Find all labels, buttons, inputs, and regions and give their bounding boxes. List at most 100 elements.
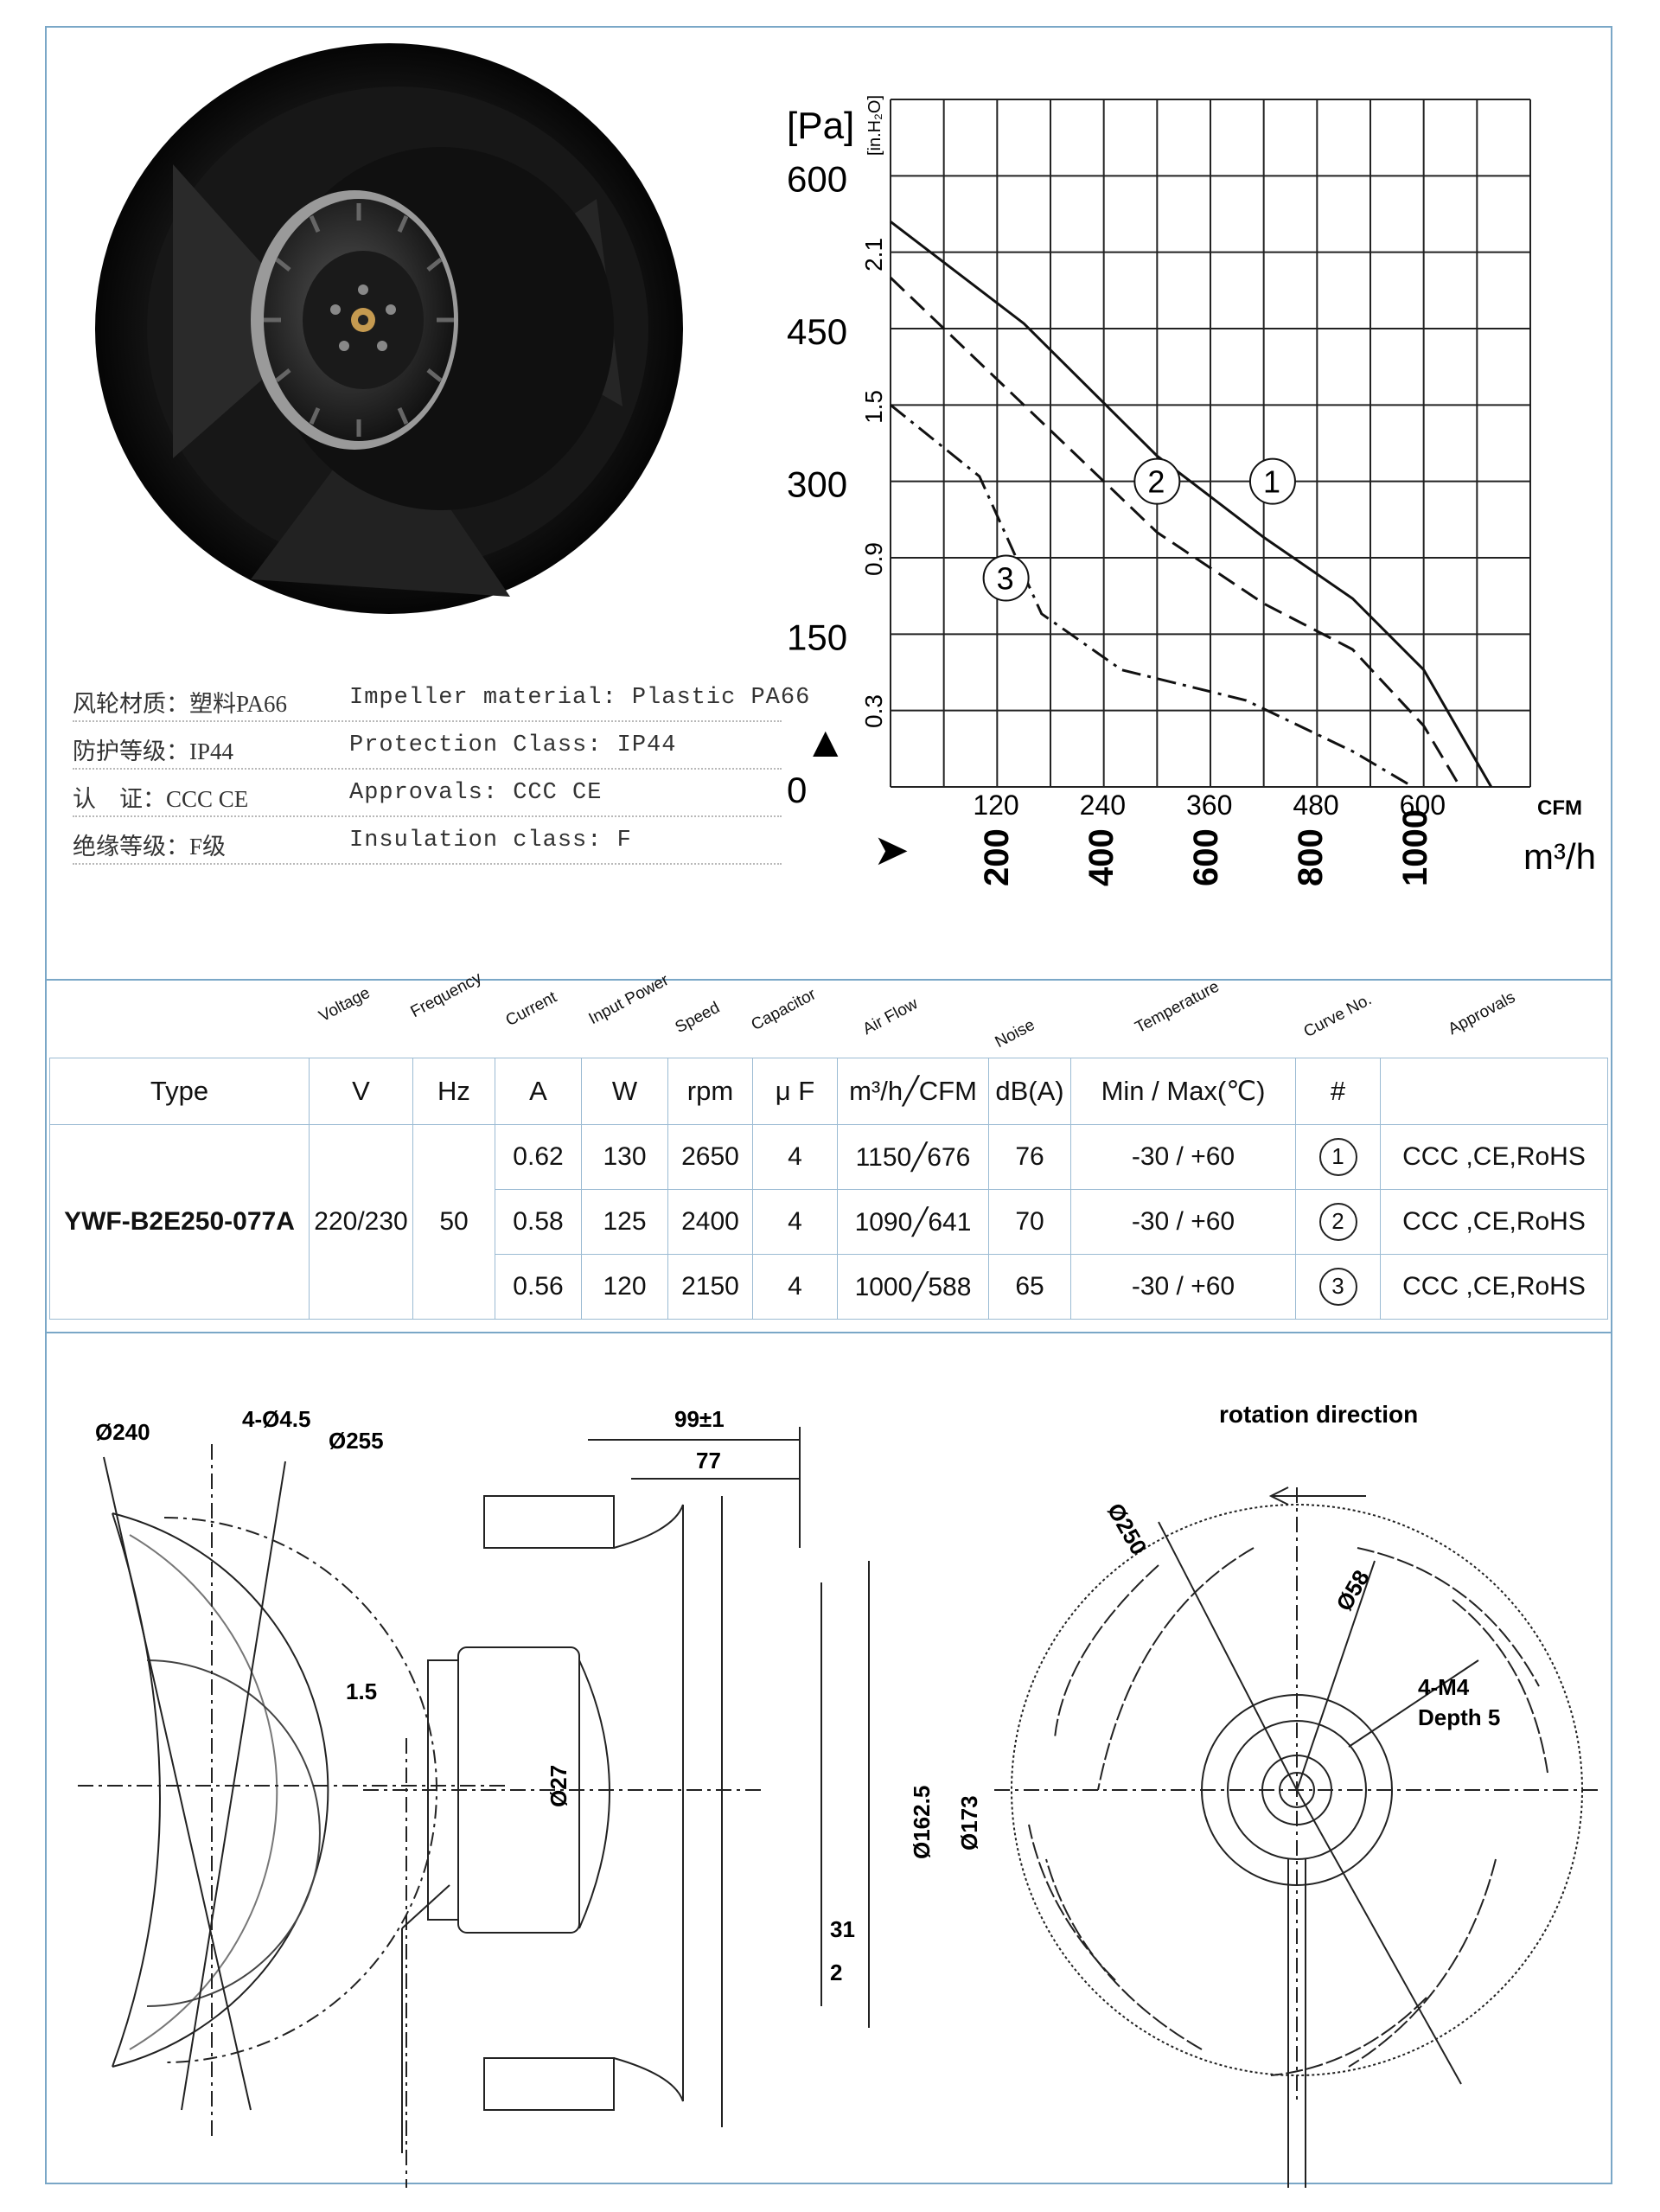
- current-cell: 0.62: [495, 1124, 582, 1190]
- chart-grid: [890, 99, 1531, 788]
- unit-cell: m³/h╱CFM: [837, 1058, 989, 1125]
- dim-total-length: 99±1: [674, 1406, 725, 1432]
- dim-2: 2: [830, 1959, 842, 1985]
- noise-cell: 76: [988, 1124, 1071, 1190]
- speed-cell: 2650: [667, 1124, 753, 1190]
- unit-cell: Type: [49, 1058, 310, 1125]
- unit-cell: W: [581, 1058, 668, 1125]
- power-cell: 130: [581, 1124, 668, 1190]
- y-tick-label-secondary: 0.9: [860, 542, 887, 576]
- dim-d250: Ø250: [1102, 1499, 1152, 1559]
- y-tick-label-secondary: 1.5: [860, 390, 887, 424]
- unit-cell: Hz: [412, 1058, 495, 1125]
- section-divider: [45, 1332, 1612, 1333]
- x-tick-label-cfm: 360: [1186, 790, 1232, 821]
- x-tick-label-m3h: 200: [978, 828, 1016, 886]
- flange-drawing: [78, 1444, 510, 2136]
- spec-row-approvals: 认 证：CCC CE Approvals: CCC CE: [73, 770, 782, 817]
- noise-cell: 65: [988, 1254, 1071, 1320]
- x-tick-label-m3h: 800: [1292, 828, 1330, 886]
- capacitor-cell: 4: [752, 1254, 838, 1320]
- units-row: Type V Hz A W rpm μ F m³/h╱CFM dB(A) Min…: [49, 1058, 1608, 1125]
- x-tick-label-cfm: 480: [1293, 790, 1338, 821]
- y-tick-label: 300: [787, 464, 847, 505]
- unit-cell: dB(A): [988, 1058, 1071, 1125]
- page-frame: [45, 26, 1612, 2184]
- capacitor-cell: 4: [752, 1189, 838, 1255]
- dim-flange: 1.5: [346, 1678, 377, 1704]
- chart-curves: 1 2 3: [889, 221, 1493, 789]
- curve-label: 3: [997, 561, 1014, 597]
- curve-cell: 3: [1295, 1254, 1381, 1320]
- dim-d58: Ø58: [1331, 1565, 1375, 1615]
- y-axis-label: [Pa]: [787, 105, 854, 147]
- y-tick-label-secondary: 2.1: [860, 238, 887, 272]
- x-tick-label-m3h: 400: [1082, 828, 1120, 886]
- spec-cn: 绝缘等级：F级: [73, 834, 227, 860]
- spec-row-insulation: 绝缘等级：F级 Insulation class: F: [73, 817, 782, 865]
- x-arrow-icon: ➤: [873, 826, 910, 874]
- side-view-drawing: [363, 1427, 870, 2188]
- spec-row-protection: 防护等级：IP44 Protection Class: IP44: [73, 722, 782, 770]
- y-tick-label: 600: [787, 158, 847, 199]
- curve-3: [890, 404, 1414, 789]
- current-cell: 0.56: [495, 1254, 582, 1320]
- unit-cell: V: [309, 1058, 413, 1125]
- unit-cell: #: [1295, 1058, 1381, 1125]
- y-axis-label-secondary: [in.H₂O]: [865, 95, 884, 156]
- table-row: YWF-B2E250-077A 220/230 50 0.62 130 2650…: [49, 1124, 1608, 1320]
- unit-cell: A: [495, 1058, 582, 1125]
- noise-cell: 70: [988, 1189, 1071, 1255]
- unit-cell: rpm: [667, 1058, 753, 1125]
- curve-cell: 2: [1295, 1189, 1381, 1255]
- rotation-label: rotation direction: [1219, 1401, 1418, 1428]
- impeller-photo: [95, 43, 683, 614]
- curve-label: 2: [1147, 464, 1165, 500]
- y-tick-label: 450: [787, 311, 847, 352]
- temperature-cell: -30 / +60: [1070, 1124, 1296, 1190]
- approvals-cell: CCC ,CE,RoHS: [1380, 1254, 1608, 1320]
- dim-31: 31: [830, 1916, 855, 1942]
- temperature-cell: -30 / +60: [1070, 1189, 1296, 1255]
- curve-1: [890, 221, 1493, 788]
- front-view-drawing: [994, 1486, 1599, 2188]
- approvals-cell: CCC ,CE,RoHS: [1380, 1124, 1608, 1190]
- speed-cell: 2150: [667, 1254, 753, 1320]
- unit-cell: μ F: [752, 1058, 838, 1125]
- curve-2: [889, 277, 1462, 788]
- temperature-cell: -30 / +60: [1070, 1254, 1296, 1320]
- spec-en: Protection Class: IP44: [349, 732, 677, 758]
- curve-label: 1: [1263, 464, 1280, 500]
- spec-en: Insulation class: F: [349, 828, 632, 853]
- airflow-cell: 1150╱676: [837, 1124, 989, 1190]
- table-row: 0.58 125 2400 4 1090╱641 70 -30 / +60 2 …: [50, 1189, 1608, 1255]
- y-tick-label-secondary: 0.3: [860, 694, 887, 728]
- curve-label-circle: [982, 554, 1030, 602]
- power-cell: 125: [581, 1189, 668, 1255]
- dim-shaft: Ø27: [546, 1765, 571, 1807]
- spec-table: Type V Hz A W rpm μ F m³/h╱CFM dB(A) Min…: [49, 1058, 1608, 1320]
- spec-en: Impeller material: Plastic PA66: [349, 685, 811, 711]
- curve-badge: 2: [1318, 1203, 1357, 1241]
- dim-body-length: 77: [696, 1448, 721, 1474]
- y-tick-label: 150: [787, 617, 847, 657]
- dim-d240: Ø240: [95, 1419, 150, 1445]
- dim-d173: Ø173: [956, 1795, 982, 1851]
- spec-cn: 认 证：CCC CE: [73, 786, 249, 812]
- x-tick-label-m3h: 1000: [1396, 809, 1434, 886]
- x-tick-label-cfm: 240: [1080, 790, 1126, 821]
- capacitor-cell: 4: [752, 1124, 838, 1190]
- curve-label-circle: [1248, 457, 1296, 505]
- technical-drawings: Ø240 4-Ø4.5 Ø255 99±1 77 1.5 Ø27 Ø162.5 …: [78, 1401, 1599, 2188]
- dim-d162: Ø162.5: [909, 1786, 935, 1859]
- airflow-cell: 1090╱641: [837, 1189, 989, 1255]
- unit-cell: Min / Max(℃): [1070, 1058, 1296, 1125]
- x-tick-label-cfm: 120: [973, 790, 1018, 821]
- voltage-cell: 220/230: [309, 1124, 413, 1320]
- x-tick-label-cfm: 600: [1400, 790, 1446, 821]
- unit-cell: [1380, 1058, 1608, 1125]
- dim-threads: 4-M4: [1418, 1674, 1470, 1700]
- x-axis-label-m3h: m³/h: [1523, 836, 1596, 877]
